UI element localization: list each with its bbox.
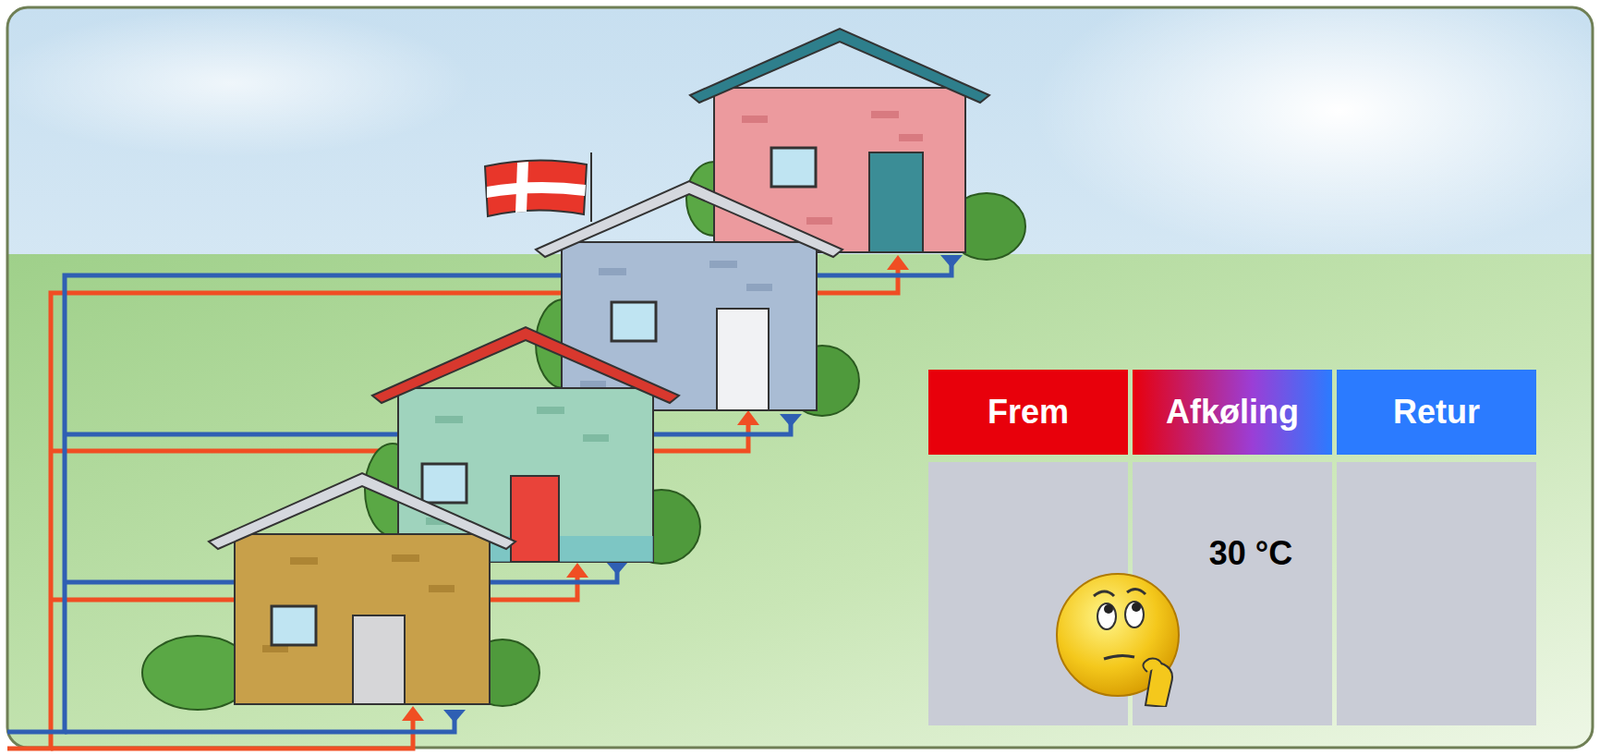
column-heading: Frem	[987, 392, 1069, 432]
house-yellow	[142, 472, 540, 710]
thinking-emoji	[1053, 568, 1192, 707]
house-green	[364, 327, 701, 564]
table-header-cell: Afkøling	[1132, 369, 1333, 455]
table-cell	[1336, 461, 1537, 726]
column-heading: Afkøling	[1165, 392, 1299, 432]
table-header-cell: Frem	[928, 369, 1128, 455]
column-heading: Retur	[1393, 392, 1480, 432]
table-header-cell: Retur	[1336, 369, 1537, 455]
house-pink	[686, 28, 1026, 260]
danish-flag	[484, 152, 592, 222]
house-blue	[535, 181, 860, 416]
temperature-value: 30 °C	[1209, 533, 1293, 573]
